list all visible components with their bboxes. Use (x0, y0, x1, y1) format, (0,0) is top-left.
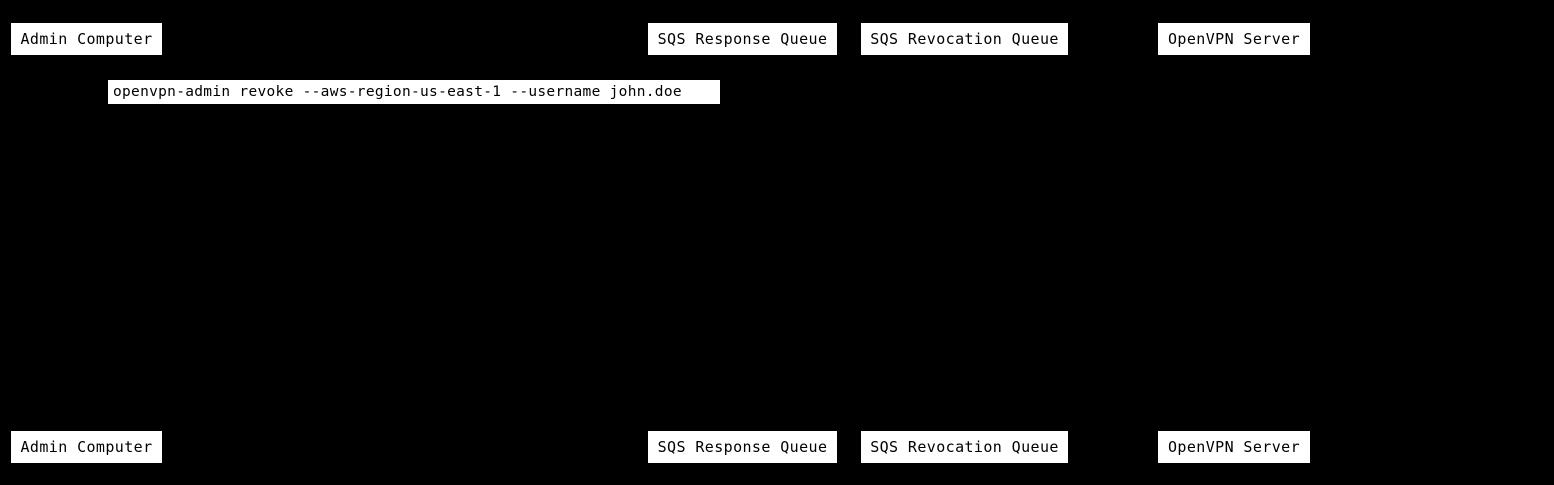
note-text: openvpn-admin revoke --aws-region-us-eas… (113, 83, 682, 100)
participant-box-sqs-revocation-queue-bottom: SQS Revocation Queue (860, 430, 1069, 464)
participant-label: SQS Response Queue (657, 29, 828, 48)
note-revoke-command: openvpn-admin revoke --aws-region-us-eas… (107, 79, 721, 105)
participant-box-openvpn-server-bottom: OpenVPN Server (1157, 430, 1311, 464)
participant-box-sqs-response-queue-bottom: SQS Response Queue (647, 430, 838, 464)
participant-box-admin-computer-top: Admin Computer (10, 22, 163, 56)
participant-label: SQS Revocation Queue (870, 437, 1059, 456)
lifeline-admin-computer (86, 56, 87, 430)
lifeline-sqs-revocation-queue (964, 56, 965, 430)
lifeline-sqs-response-queue (742, 56, 743, 430)
lifeline-openvpn-server (1234, 56, 1235, 430)
participant-box-sqs-response-queue-top: SQS Response Queue (647, 22, 838, 56)
participant-label: OpenVPN Server (1167, 29, 1301, 48)
participant-label: SQS Response Queue (657, 437, 828, 456)
participant-label: SQS Revocation Queue (870, 29, 1059, 48)
participant-box-openvpn-server-top: OpenVPN Server (1157, 22, 1311, 56)
participant-label: OpenVPN Server (1167, 437, 1301, 456)
participant-label: Admin Computer (20, 437, 153, 456)
participant-box-admin-computer-bottom: Admin Computer (10, 430, 163, 464)
participant-label: Admin Computer (20, 29, 153, 48)
participant-box-sqs-revocation-queue-top: SQS Revocation Queue (860, 22, 1069, 56)
